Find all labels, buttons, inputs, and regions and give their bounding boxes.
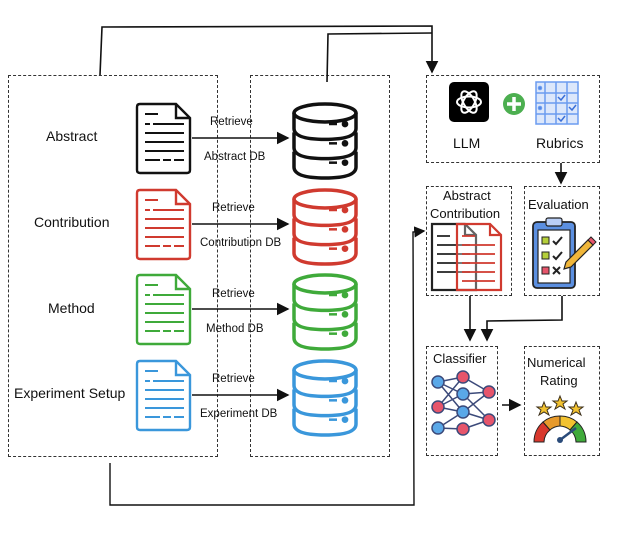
section-label-abstract: Abstract bbox=[46, 128, 98, 144]
document-icon-experiment bbox=[135, 359, 192, 432]
classifier-box bbox=[426, 346, 498, 456]
numerical-rating-box bbox=[524, 346, 600, 456]
databases-container bbox=[250, 75, 390, 457]
database-icon-experiment bbox=[292, 359, 358, 437]
abstract-contribution-label-line2: Contribution bbox=[430, 206, 501, 221]
db-dot bbox=[341, 245, 349, 253]
edge-label-contribution-db: Contribution DB bbox=[200, 237, 282, 249]
database-icon-method bbox=[292, 273, 358, 351]
edge-label-method-db: Method DB bbox=[206, 323, 264, 335]
abstract-contribution-box bbox=[426, 186, 512, 296]
db-top bbox=[292, 273, 358, 295]
evaluation-clipboard-icon bbox=[532, 217, 597, 289]
db-dot bbox=[341, 159, 349, 167]
section-label-contribution: Contribution bbox=[34, 214, 110, 230]
db-dot bbox=[341, 330, 349, 338]
db-dot bbox=[341, 120, 349, 128]
rubrics-label: Rubrics bbox=[536, 135, 584, 151]
bottom-connector bbox=[109, 226, 426, 506]
classifier-label: Classifier bbox=[433, 351, 487, 366]
edge-label-retrieve-contribution: Retrieve bbox=[212, 202, 255, 214]
db-tier bbox=[292, 151, 358, 180]
db-top bbox=[292, 359, 358, 381]
db-dot bbox=[341, 291, 349, 299]
document-icon-contribution bbox=[135, 188, 192, 261]
edge-label-retrieve-method: Retrieve bbox=[212, 288, 255, 300]
abstract-contribution-label-line1: Abstract bbox=[443, 188, 491, 203]
db-dot bbox=[341, 206, 349, 214]
top-connector bbox=[99, 25, 439, 83]
edge-label-experiment-db: Experiment DB bbox=[200, 408, 278, 420]
edge-label-abstract-db: Abstract DB bbox=[204, 151, 266, 163]
db-top bbox=[292, 102, 358, 124]
llm-rubrics-box bbox=[426, 75, 600, 163]
section-label-method: Method bbox=[48, 300, 95, 316]
db-tier bbox=[292, 237, 358, 266]
db-top bbox=[292, 188, 358, 210]
numerical-rating-label-line1: Numerical bbox=[527, 355, 586, 370]
paper-sections-container bbox=[8, 75, 218, 457]
db-dot bbox=[341, 139, 349, 147]
edge-label-retrieve-experiment: Retrieve bbox=[212, 373, 255, 385]
db-dot bbox=[341, 396, 349, 404]
numerical-rating-label-line2: Rating bbox=[540, 373, 578, 388]
db-dot bbox=[341, 377, 349, 385]
llm-icon bbox=[449, 82, 489, 122]
db-dot bbox=[341, 416, 349, 424]
database-icon-abstract bbox=[292, 102, 358, 180]
rating-gauge-icon bbox=[533, 394, 587, 443]
section-label-experiment-setup: Experiment Setup bbox=[14, 385, 126, 401]
db-tier bbox=[292, 408, 358, 437]
db-tier bbox=[292, 322, 358, 351]
document-icon-abstract bbox=[135, 102, 192, 175]
arrow-evaluation-to-classifier bbox=[480, 296, 563, 342]
edge-label-retrieve-abstract: Retrieve bbox=[210, 116, 253, 128]
rubrics-icon bbox=[535, 81, 579, 125]
db-dot bbox=[341, 225, 349, 233]
database-icon-contribution bbox=[292, 188, 358, 266]
contribution-document-icon bbox=[455, 222, 503, 292]
evaluation-label: Evaluation bbox=[528, 197, 589, 212]
evaluation-box bbox=[524, 186, 600, 296]
neural-network-icon bbox=[431, 370, 496, 436]
llm-label: LLM bbox=[453, 135, 481, 151]
plus-icon bbox=[503, 93, 525, 115]
db-dot bbox=[341, 310, 349, 318]
document-icon-method bbox=[135, 273, 192, 346]
